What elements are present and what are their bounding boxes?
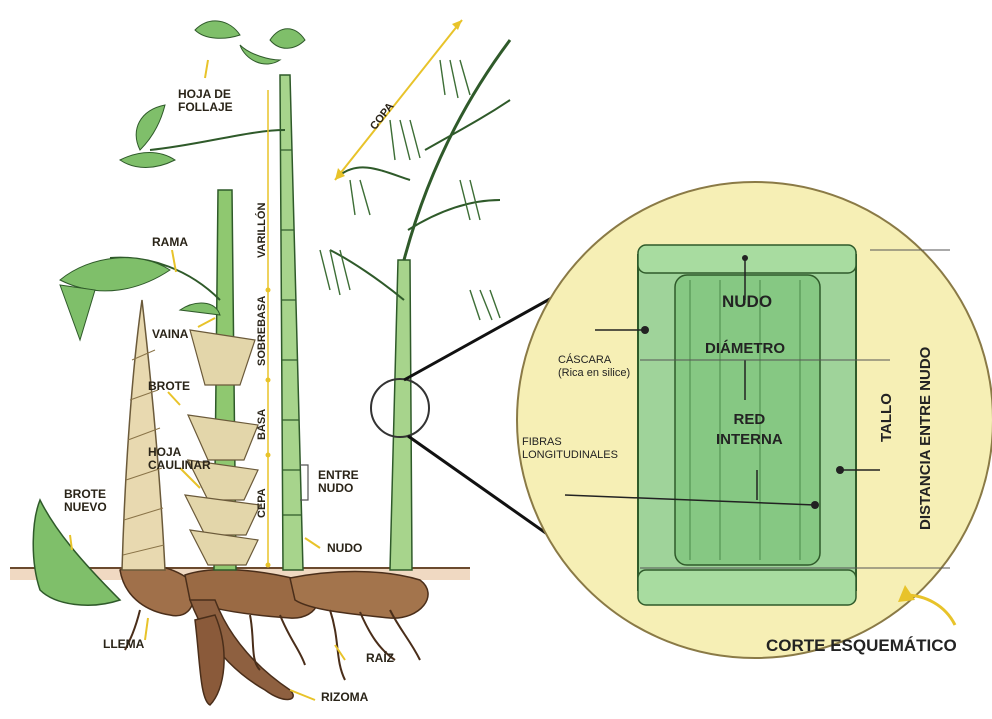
roots <box>125 610 420 680</box>
section-label-cascara: CÁSCARA (Rica en silice) <box>558 354 630 380</box>
label-hoja-follaje: HOJA DE FOLLAJE <box>178 88 233 114</box>
section-label-nudo: NUDO <box>722 292 772 312</box>
label-llema: LLEMA <box>103 638 144 651</box>
copa-arrow <box>335 20 462 180</box>
section-label-fibras: FIBRAS LONGITUDINALES <box>522 436 618 462</box>
label-raiz: RAÍZ <box>366 652 394 665</box>
section-node-bottom <box>638 570 856 605</box>
rhizome-system <box>120 565 428 705</box>
label-basa: BASA <box>256 409 268 440</box>
label-sobrebasa: SOBREBASA <box>256 296 268 366</box>
label-vaina: VAINA <box>152 328 188 341</box>
section-label-corte: CORTE ESQUEMÁTICO <box>766 636 957 656</box>
label-nudo: NUDO <box>327 542 362 555</box>
label-hoja-caulinar: HOJA CAULINAR <box>148 446 211 472</box>
new-shoot <box>33 500 120 605</box>
label-entre-nudo: ENTRE NUDO <box>318 469 359 495</box>
culm-right <box>390 260 412 570</box>
section-label-tallo: TALLO <box>878 393 895 442</box>
label-brote-nuevo: BROTE NUEVO <box>64 488 107 514</box>
label-varillon: VARILLÓN <box>256 203 268 258</box>
label-rizoma: RIZOMA <box>321 691 368 704</box>
label-rama: RAMA <box>152 236 188 249</box>
section-label-diametro: DIÁMETRO <box>705 340 785 357</box>
label-brote: BROTE <box>148 380 190 393</box>
culm-main <box>280 75 303 570</box>
section-label-red-interna: RED INTERNA <box>716 410 783 450</box>
section-label-distancia: DISTANCIA ENTRE NUDO <box>917 347 934 530</box>
label-cepa: CEPA <box>256 488 268 518</box>
